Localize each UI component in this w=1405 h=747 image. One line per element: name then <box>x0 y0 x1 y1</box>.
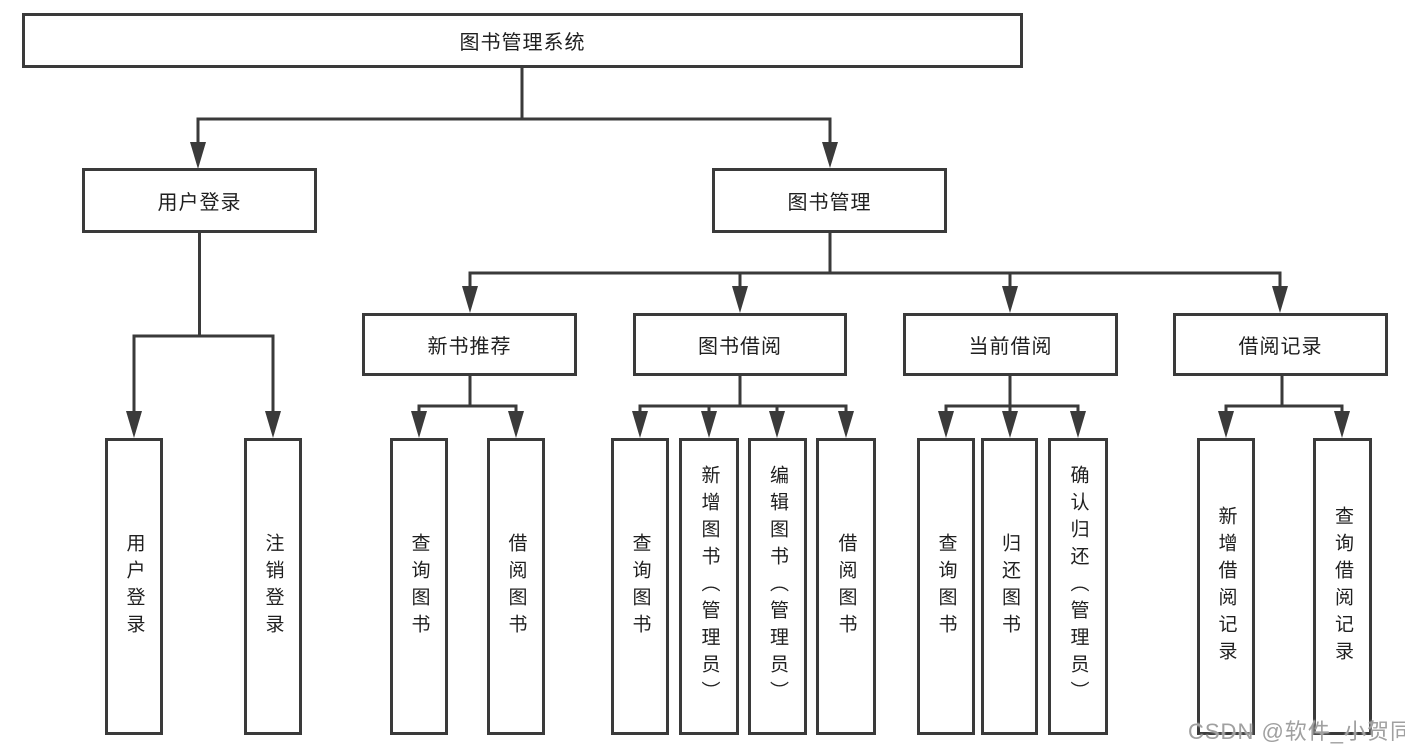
node-new-book-recommend: 新书推荐 <box>362 313 577 376</box>
leaf-query-books-3: 查询图书 <box>917 438 975 735</box>
node-borrow-records: 借阅记录 <box>1173 313 1388 376</box>
leaf-query-books-2-label: 查询图书 <box>629 532 651 641</box>
leaf-borrow-books-2-label: 借阅图书 <box>835 532 857 641</box>
leaf-borrow-books-1: 借阅图书 <box>487 438 545 735</box>
leaf-logout: 注销登录 <box>244 438 302 735</box>
leaf-query-borrow-record-label: 查询借阅记录 <box>1332 505 1353 668</box>
leaf-logout-label: 注销登录 <box>262 532 284 641</box>
leaf-borrow-books-1-label: 借阅图书 <box>505 532 527 641</box>
leaf-user-login-label: 用户登录 <box>123 532 145 641</box>
leaf-return-books: 归还图书 <box>981 438 1038 735</box>
leaf-confirm-return-admin: 确认归还（管理员） <box>1048 438 1108 735</box>
node-book-management: 图书管理 <box>712 168 947 233</box>
node-current-borrow: 当前借阅 <box>903 313 1118 376</box>
leaf-add-borrow-record: 新增借阅记录 <box>1197 438 1255 735</box>
leaf-query-books-2: 查询图书 <box>611 438 669 735</box>
leaf-query-borrow-record: 查询借阅记录 <box>1313 438 1372 735</box>
leaf-borrow-books-2: 借阅图书 <box>816 438 876 735</box>
leaf-edit-books-admin: 编辑图书（管理员） <box>748 438 807 735</box>
node-book-borrow: 图书借阅 <box>633 313 847 376</box>
node-root-library-system: 图书管理系统 <box>22 13 1023 68</box>
leaf-return-books-label: 归还图书 <box>999 532 1020 641</box>
leaf-user-login: 用户登录 <box>105 438 163 735</box>
leaf-edit-books-admin-label: 编辑图书（管理员） <box>767 465 788 708</box>
leaf-confirm-return-admin-label: 确认归还（管理员） <box>1067 465 1089 708</box>
leaf-query-books-1: 查询图书 <box>390 438 448 735</box>
node-user-login: 用户登录 <box>82 168 317 233</box>
arrowheads <box>126 142 1350 438</box>
leaf-add-books-admin: 新增图书（管理员） <box>679 438 739 735</box>
leaf-query-books-3-label: 查询图书 <box>935 532 957 641</box>
csdn-watermark: CSDN @软件_小贺同学 <box>1188 719 1405 744</box>
leaf-add-books-admin-label: 新增图书（管理员） <box>698 465 720 708</box>
leaf-query-books-1-label: 查询图书 <box>408 532 430 641</box>
leaf-add-borrow-record-label: 新增借阅记录 <box>1215 505 1237 668</box>
